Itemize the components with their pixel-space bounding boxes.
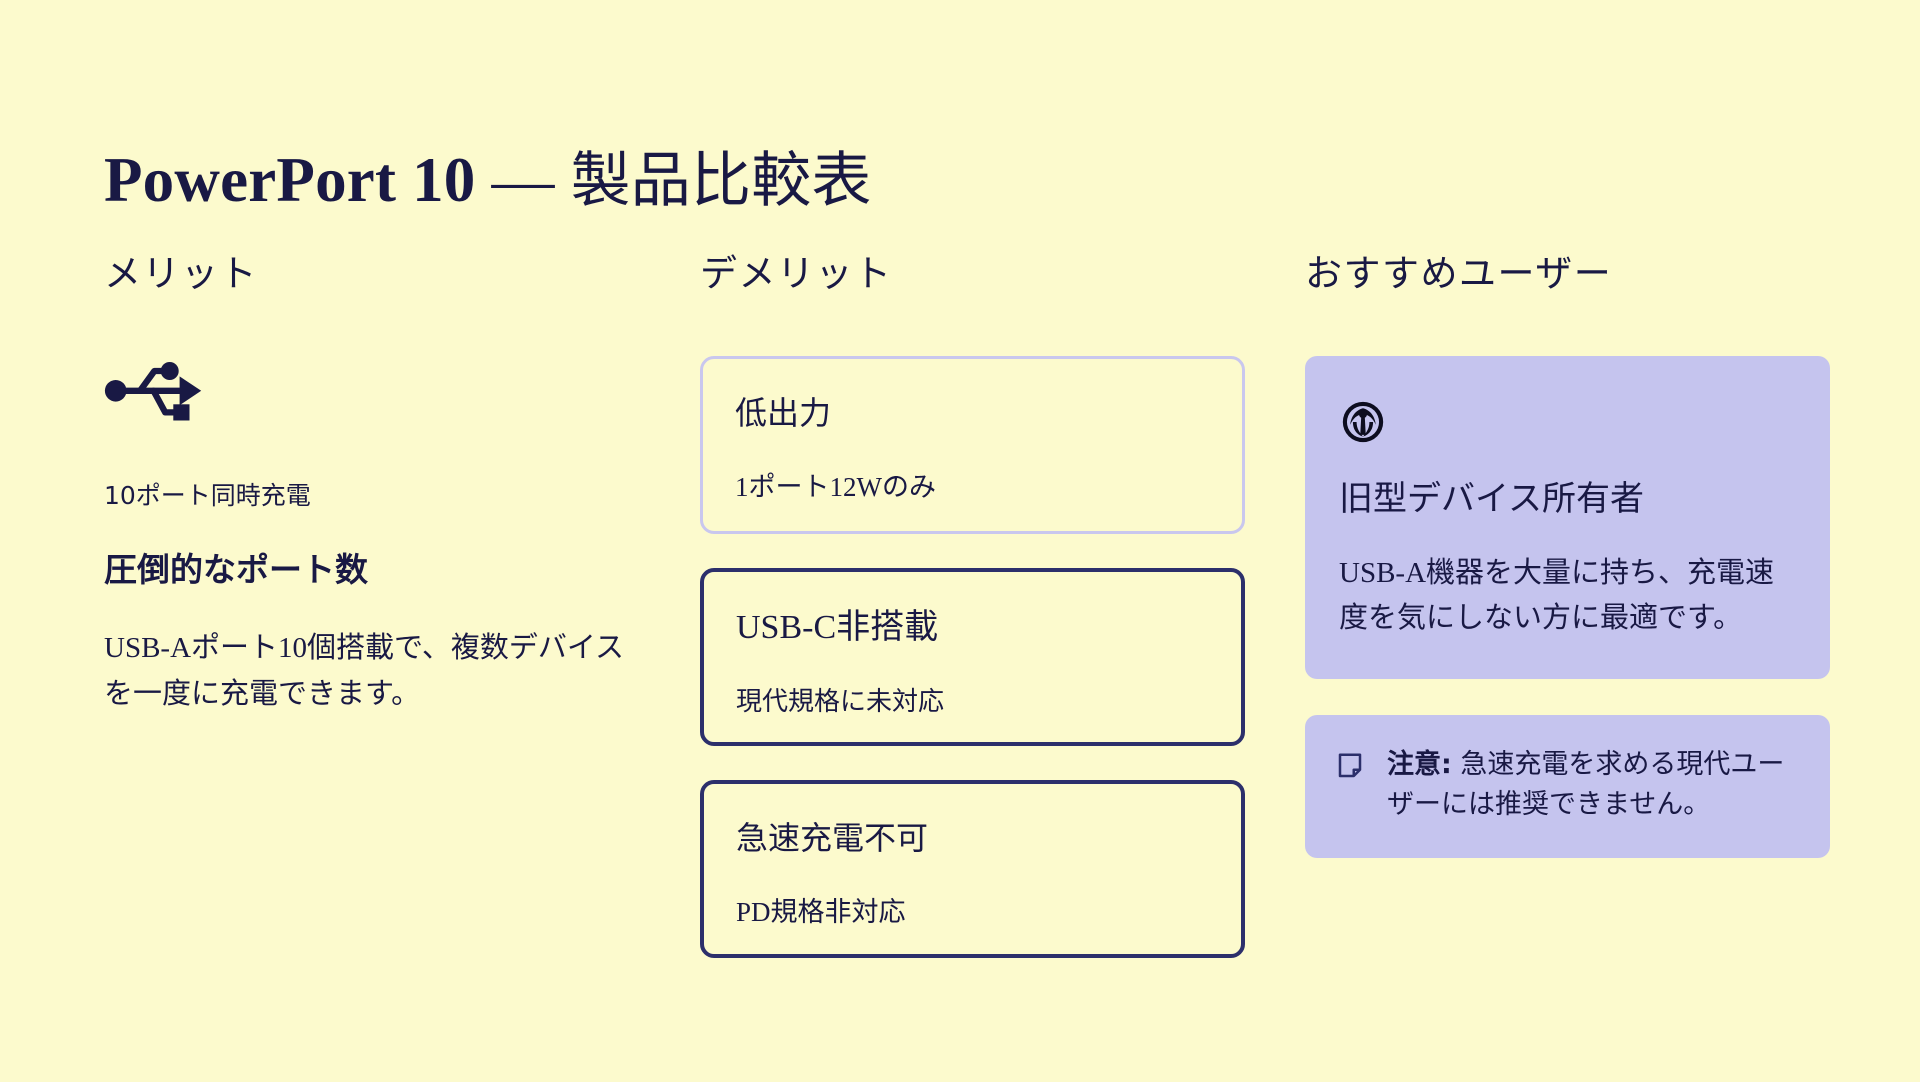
- column-merit: メリット 10ポート同時充電 圧倒的なポート数 USB-Aポート10個搭載で、複…: [104, 252, 664, 717]
- merit-body: USB-Aポート10個搭載で、複数デバイスを一度に充電できます。: [104, 631, 624, 710]
- recommended-panel: 旧型デバイス所有者 USB-A機器を大量に持ち、充電速度を気にしない方に最適です…: [1305, 356, 1830, 679]
- recommended-heading: おすすめユーザー: [1305, 252, 1613, 295]
- sticky-note-icon: [1338, 753, 1362, 778]
- demerit-card-subtitle: PD規格非対応: [736, 896, 906, 927]
- demerit-card-title: USB-C非搭載: [736, 609, 939, 647]
- page-title-product: PowerPort 10: [104, 145, 476, 216]
- galactic-republic-emblem-icon: [1342, 402, 1384, 443]
- usb-icon: [104, 362, 202, 421]
- recommendation-note-label: 注意:: [1387, 748, 1452, 780]
- merit-kicker: 10ポート同時充電: [104, 481, 311, 511]
- recommendation-note-text: 注意: 急速充電を求める現代ユーザーには推奨できません。: [1387, 745, 1796, 826]
- recommended-panel-title: 旧型デバイス所有者: [1339, 479, 1644, 520]
- merit-title: 圧倒的なポート数: [104, 549, 368, 589]
- recommendation-note-body: 急速充電を求める現代ユーザーには推奨できません。: [1387, 748, 1785, 821]
- column-demerit: デメリット 低出力 1ポート12Wのみ USB-C非搭載 現代規格に未対応 急速…: [700, 252, 1245, 992]
- page-title-dash: —: [491, 145, 555, 216]
- demerit-card[interactable]: 低出力 1ポート12Wのみ: [700, 356, 1245, 535]
- merit-heading: メリット: [104, 252, 258, 295]
- recommended-panel-body: USB-A機器を大量に持ち、充電速度を気にしない方に最適です。: [1339, 556, 1775, 634]
- demerit-card-title: 低出力: [735, 394, 832, 433]
- demerit-card[interactable]: 急速充電不可 PD規格非対応: [700, 780, 1245, 959]
- demerit-heading: デメリット: [700, 252, 893, 295]
- column-recommended-user: おすすめユーザー 旧型デバイス所有者 USB-A機器を大量に持ち、充電速度を気に…: [1305, 252, 1840, 858]
- demerit-card-title: 急速充電不可: [736, 819, 929, 858]
- demerit-card-subtitle: 現代規格に未対応: [736, 686, 945, 717]
- demerit-card[interactable]: USB-C非搭載 現代規格に未対応: [700, 568, 1245, 747]
- page-title: PowerPort 10 — 製品比較表: [104, 144, 872, 216]
- page-title-subject: 製品比較表: [570, 146, 872, 217]
- demerit-card-subtitle: 1ポート12Wのみ: [735, 471, 936, 502]
- recommendation-note: 注意: 急速充電を求める現代ユーザーには推奨できません。: [1305, 714, 1830, 858]
